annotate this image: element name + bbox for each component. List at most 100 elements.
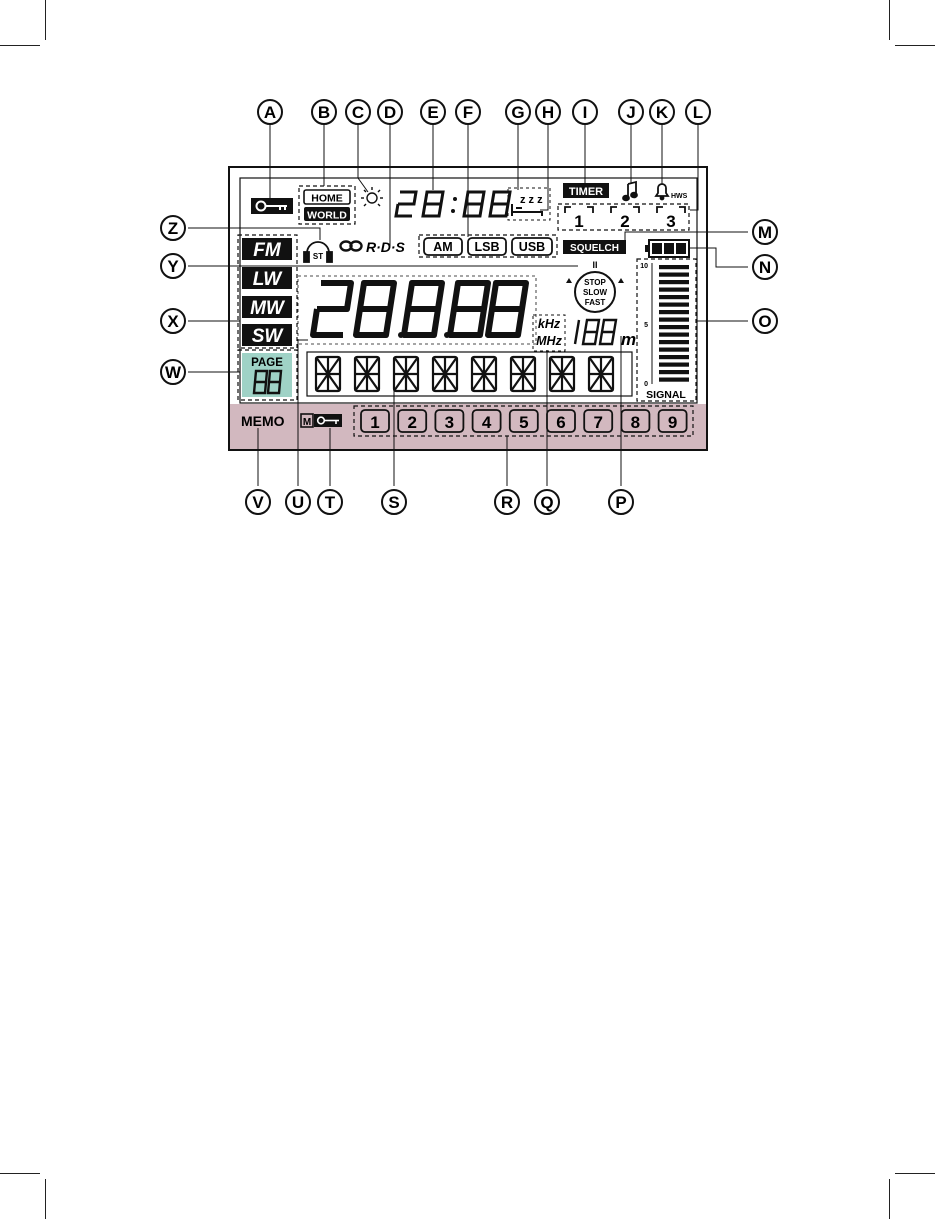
- alarm-slot-3: 3: [657, 207, 685, 231]
- fm-label: FM: [253, 240, 282, 261]
- svg-text:Z: Z: [168, 219, 178, 238]
- callout-q: Q: [535, 490, 559, 514]
- fast-label: FAST: [585, 298, 606, 307]
- signal-bar-3: [659, 363, 689, 367]
- lw-label: LW: [253, 269, 284, 290]
- text-segment-1: [316, 357, 340, 391]
- svg-text:2: 2: [407, 413, 416, 432]
- backlight-sun-icon: [361, 187, 383, 206]
- callout-s: S: [382, 490, 406, 514]
- svg-text:P: P: [615, 493, 626, 512]
- signal-bar-10: [659, 310, 689, 314]
- text-segment-2: [355, 357, 379, 391]
- stereo-label: ST: [313, 252, 323, 261]
- svg-text:D: D: [384, 103, 396, 122]
- text-segment-7: [550, 357, 574, 391]
- memory-slots: 123456789: [361, 410, 687, 432]
- page-label: PAGE: [251, 357, 283, 369]
- signal-bar-8: [659, 325, 689, 329]
- alarm-bell-icon: [656, 184, 668, 200]
- svg-text:I: I: [583, 103, 588, 122]
- callout-l: L: [686, 100, 710, 124]
- callout-i: I: [573, 100, 597, 124]
- signal-bar-6: [659, 340, 689, 344]
- world-label: WORLD: [307, 210, 347, 222]
- sleep-zzz-label: z z z: [520, 194, 543, 206]
- svg-text:N: N: [759, 258, 771, 277]
- svg-text:1: 1: [370, 413, 379, 432]
- stop-label: STOP: [584, 278, 606, 287]
- frequency-digits: [313, 283, 526, 335]
- svg-text:Q: Q: [540, 493, 553, 512]
- signal-bar-11: [659, 303, 689, 307]
- svg-text:5: 5: [519, 413, 528, 432]
- svg-text:W: W: [165, 363, 182, 382]
- signal-bar-12: [659, 295, 689, 299]
- callout-b: B: [312, 100, 336, 124]
- rds-logo-icon: [341, 242, 362, 251]
- callout-j: J: [619, 100, 643, 124]
- lsb-label: LSB: [475, 240, 500, 254]
- memo-label: MEMO: [241, 413, 285, 429]
- khz-label: kHz: [538, 317, 561, 331]
- svg-text:8: 8: [631, 413, 640, 432]
- svg-text:2: 2: [620, 212, 629, 231]
- signal-scale-bottom: 0: [644, 381, 648, 388]
- callout-d: D: [378, 100, 402, 124]
- callout-h: H: [536, 100, 560, 124]
- svg-text:R: R: [501, 493, 513, 512]
- svg-text:7: 7: [593, 413, 602, 432]
- alarm-slots: 1 2 3: [565, 207, 685, 231]
- text-segment-5: [472, 357, 496, 391]
- svg-text:S: S: [388, 493, 399, 512]
- text-segment-6: [511, 357, 535, 391]
- meter-unit-label: m: [621, 330, 636, 349]
- callout-g: G: [506, 100, 530, 124]
- svg-text:L: L: [693, 103, 703, 122]
- callout-c: C: [346, 100, 370, 124]
- svg-text:A: A: [264, 103, 276, 122]
- timer-label: TIMER: [569, 186, 603, 198]
- memory-m-label: M: [303, 417, 311, 428]
- svg-text:M: M: [758, 223, 772, 242]
- text-segment-8: [589, 357, 613, 391]
- svg-text:O: O: [758, 312, 771, 331]
- text-segments: [316, 357, 613, 391]
- callout-n: N: [753, 255, 777, 279]
- signal-bar-13: [659, 288, 689, 292]
- svg-text:1: 1: [574, 212, 583, 231]
- callout-u: U: [286, 490, 310, 514]
- signal-bar-4: [659, 355, 689, 359]
- callout-e: E: [421, 100, 445, 124]
- am-label: AM: [433, 240, 452, 254]
- alarm-slot-1: 1: [565, 207, 593, 231]
- callout-z: Z: [161, 216, 185, 240]
- usb-label: USB: [519, 240, 545, 254]
- callout-a: A: [258, 100, 282, 124]
- signal-bar-5: [659, 348, 689, 352]
- svg-text:K: K: [656, 103, 669, 122]
- text-segment-3: [394, 357, 418, 391]
- svg-text:G: G: [511, 103, 524, 122]
- svg-text:3: 3: [445, 413, 454, 432]
- callout-v: V: [246, 490, 270, 514]
- signal-bar-7: [659, 333, 689, 337]
- signal-label: SIGNAL: [646, 389, 686, 401]
- svg-text:J: J: [626, 103, 635, 122]
- callout-m: M: [753, 220, 777, 244]
- svg-text:9: 9: [668, 413, 677, 432]
- callout-t: T: [318, 490, 342, 514]
- meter-band-digits: [575, 320, 616, 344]
- text-segment-4: [433, 357, 457, 391]
- callout-x: X: [161, 309, 185, 333]
- signal-scale-top: 10: [640, 263, 648, 270]
- svg-text:U: U: [292, 493, 304, 512]
- signal-bar-15: [659, 273, 689, 277]
- svg-text:3: 3: [666, 212, 675, 231]
- svg-text:T: T: [325, 493, 336, 512]
- svg-text:4: 4: [482, 413, 492, 432]
- svg-text:V: V: [252, 493, 264, 512]
- mhz-label: MHz: [536, 334, 562, 348]
- callout-o: O: [753, 309, 777, 333]
